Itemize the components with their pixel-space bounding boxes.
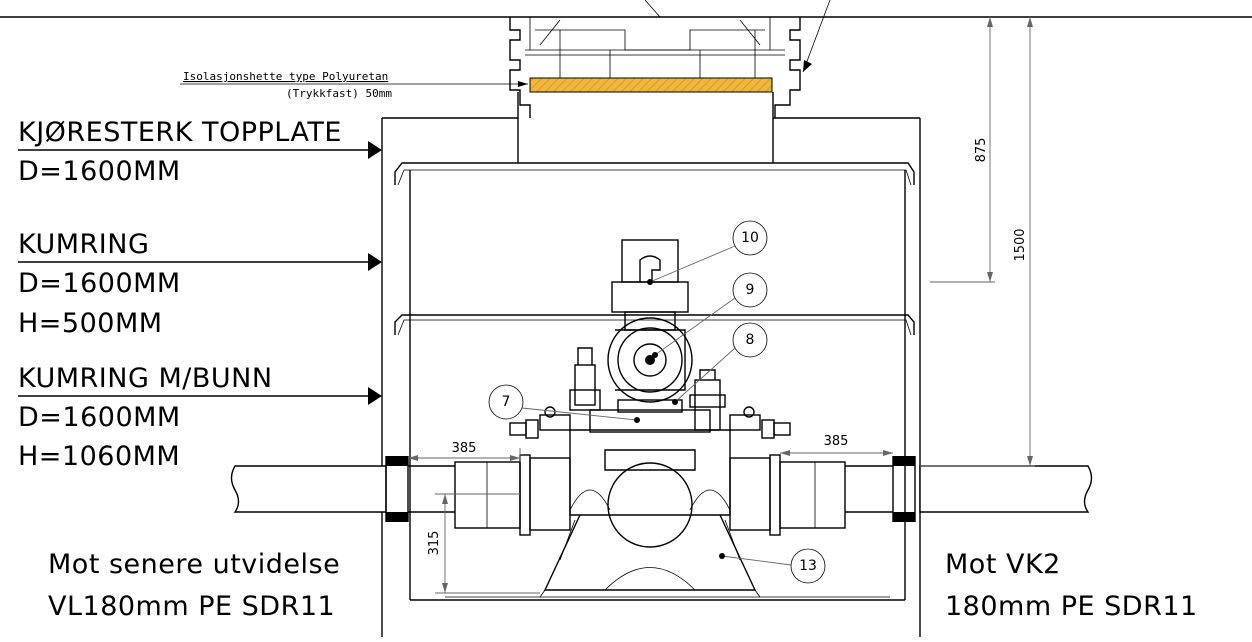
ring-diameter: D=1600MM bbox=[18, 268, 181, 299]
insulation-label-line2: (Trykkfast) 50mm bbox=[286, 87, 392, 100]
arrow-icon bbox=[368, 387, 382, 405]
top-plate bbox=[381, 117, 921, 637]
svg-text:385: 385 bbox=[452, 441, 477, 456]
svg-text:315: 315 bbox=[427, 531, 442, 556]
manhole-ring-upper bbox=[394, 162, 915, 600]
dimension-875: 875 bbox=[930, 17, 995, 283]
svg-text:1500: 1500 bbox=[1013, 228, 1028, 261]
ring-bottom-diameter: D=1600MM bbox=[18, 402, 181, 433]
ring-height: H=500MM bbox=[18, 308, 163, 339]
label-left-pipe: Mot senere utvidelse VL180mm PE SDR11 bbox=[48, 549, 340, 622]
insulation-layer bbox=[529, 77, 773, 93]
dimension-315: 315 bbox=[427, 493, 540, 594]
svg-text:8: 8 bbox=[746, 332, 755, 348]
top-plate-title: KJØRESTERK TOPPLATE bbox=[18, 117, 342, 148]
svg-text:875: 875 bbox=[974, 138, 989, 163]
arrow-icon bbox=[368, 141, 382, 159]
dimension-1500: 1500 bbox=[920, 17, 1035, 467]
callout-10: 10 bbox=[647, 220, 768, 285]
svg-text:VL180mm PE SDR11: VL180mm PE SDR11 bbox=[48, 591, 335, 622]
valve-assembly bbox=[509, 239, 791, 598]
manhole-cover bbox=[509, 0, 831, 118]
svg-text:7: 7 bbox=[502, 394, 511, 410]
ring-bottom-title: KUMRING M/BUNN bbox=[18, 363, 273, 394]
pipe-right bbox=[729, 454, 1093, 536]
label-top-plate: KJØRESTERK TOPPLATE D=1600MM bbox=[18, 117, 382, 187]
callout-8: 8 bbox=[672, 322, 768, 405]
dimension-385-right: 385 bbox=[780, 434, 893, 456]
ring-title: KUMRING bbox=[18, 229, 149, 260]
manhole-ring-joint bbox=[394, 314, 915, 336]
top-plate-diameter: D=1600MM bbox=[18, 156, 181, 187]
label-ring: KUMRING D=1600MM H=500MM bbox=[18, 229, 382, 339]
callout-7: 7 bbox=[488, 384, 640, 423]
svg-text:9: 9 bbox=[746, 282, 755, 298]
ring-bottom-height: H=1060MM bbox=[18, 441, 180, 472]
svg-text:Mot VK2: Mot VK2 bbox=[945, 549, 1061, 580]
label-right-pipe: Mot VK2 180mm PE SDR11 bbox=[945, 549, 1198, 622]
svg-text:180mm PE SDR11: 180mm PE SDR11 bbox=[945, 591, 1198, 622]
label-ring-bottom: KUMRING M/BUNN D=1600MM H=1060MM bbox=[18, 363, 382, 472]
svg-text:385: 385 bbox=[824, 434, 849, 449]
pipe-left bbox=[230, 454, 571, 536]
svg-text:10: 10 bbox=[741, 230, 759, 246]
svg-text:13: 13 bbox=[799, 558, 817, 574]
dimension-385-left: 385 bbox=[408, 441, 521, 462]
insulation-label-line1: Isolasjonshette type Polyuretan bbox=[183, 70, 388, 83]
callout-9: 9 bbox=[652, 272, 768, 358]
callout-13: 13 bbox=[719, 548, 826, 584]
svg-text:Mot senere utvidelse: Mot senere utvidelse bbox=[48, 549, 340, 580]
arrow-icon bbox=[368, 253, 382, 271]
